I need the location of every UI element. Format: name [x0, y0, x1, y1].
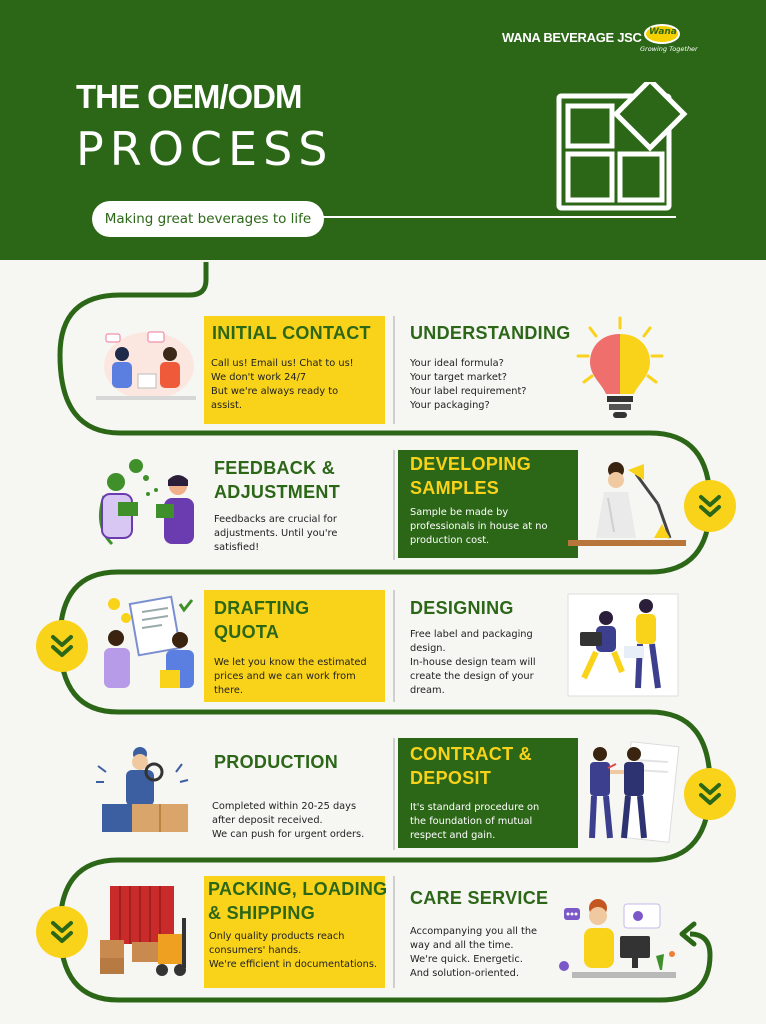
text-line: Feedbacks are crucial for — [214, 514, 337, 525]
text-line: Call us! Email us! Chat to us! — [211, 358, 354, 369]
text-line: way and all the time. — [410, 940, 514, 951]
tagline-rule — [322, 216, 676, 218]
text-line: production cost. — [410, 535, 490, 546]
developing-title-line2: SAMPLES — [410, 478, 500, 498]
production-title: PRODUCTION — [214, 752, 338, 772]
page-title-line2: PROCESS — [76, 122, 334, 176]
row1-divider — [393, 316, 395, 424]
contract-handshake-illustration — [589, 741, 680, 843]
text-line: prices and we can work from — [214, 671, 356, 682]
text-line: And solution-oriented. — [410, 968, 519, 979]
text-line: respect and gain. — [410, 830, 496, 841]
chevron-down-double-icon — [684, 480, 736, 532]
chevron-down-double-icon — [36, 620, 88, 672]
row3-divider — [393, 590, 395, 702]
production-text: Completed within 20-25 days after deposi… — [212, 800, 364, 842]
text-line: Only quality products reach — [209, 931, 345, 942]
row2-divider — [393, 450, 395, 560]
text-line: the foundation of mutual — [410, 816, 533, 827]
care-title: CARE SERVICE — [410, 888, 549, 908]
puzzle-squares-icon — [556, 82, 688, 211]
brain-bulb-illustration — [576, 316, 664, 418]
contract-text: It's standard procedure on the foundatio… — [410, 801, 550, 843]
text-line: Your ideal formula? — [410, 358, 504, 369]
text-line: We don't work 24/7 — [211, 372, 307, 383]
quota-illustration — [104, 595, 194, 688]
developing-title-line1: DEVELOPING — [410, 454, 532, 474]
text-line: Accompanying you all the — [410, 926, 538, 937]
feedback-illustration — [98, 459, 194, 546]
drafting-text: We let you know the estimated prices and… — [214, 656, 367, 698]
text-line: dream. — [410, 685, 445, 696]
text-line: We let you know the estimated — [214, 657, 367, 668]
care-text: Accompanying you all the way and all the… — [410, 925, 537, 981]
drafting-card — [204, 590, 385, 702]
text-line: In-house design team will — [410, 657, 536, 668]
initial-contact-text: Call us! Email us! Chat to us! We don't … — [211, 357, 354, 413]
logo-oval — [644, 24, 680, 44]
chevron-down-double-icon — [36, 906, 88, 958]
drafting-title-line1: DRAFTING — [214, 598, 310, 618]
feedback-title-line1: FEEDBACK & — [214, 458, 336, 478]
row4-divider — [393, 738, 395, 850]
contract-title-line1: CONTRACT & — [410, 744, 532, 764]
designing-text: Free label and packaging design. In-hous… — [410, 628, 536, 698]
understanding-text: Your ideal formula? Your target market? … — [410, 357, 527, 413]
packing-text: Only quality products reach consumers' h… — [209, 930, 377, 972]
tagline-pill: Making great beverages to life — [92, 201, 324, 237]
text-line: We're efficient in documentations. — [209, 959, 378, 970]
text-line: It's standard procedure on — [410, 802, 540, 813]
lab-illustration — [568, 462, 686, 546]
developing-card — [398, 450, 578, 558]
packing-title-line2: & SHIPPING — [208, 903, 316, 923]
production-worker-illustration — [96, 747, 189, 832]
text-line: Your target market? — [410, 372, 507, 383]
row5-divider — [393, 876, 395, 988]
text-line: Completed within 20-25 days — [212, 801, 357, 812]
text-line: consumers' hands. — [209, 945, 302, 956]
chevron-down-double-icon — [684, 768, 736, 820]
text-line: Your label requirement? — [410, 386, 527, 397]
initial-contact-card — [204, 316, 385, 424]
text-line: We're quick. Energetic. — [410, 954, 523, 965]
feedback-text: Feedbacks are crucial for adjustments. U… — [214, 513, 337, 555]
text-line: Free label and packaging — [410, 629, 533, 640]
company-name: WANA BEVERAGE JSC — [502, 30, 642, 45]
text-line: adjustments. Until you're — [214, 528, 338, 539]
header-banner: WANA BEVERAGE JSC Wana Growing Together … — [0, 0, 766, 260]
shipping-container-illustration — [100, 886, 186, 976]
initial-contact-title: INITIAL CONTACT — [212, 323, 371, 343]
drafting-title-line2: QUOTA — [214, 622, 280, 642]
packing-title-line1: PACKING, LOADING — [208, 879, 388, 899]
customer-care-illustration — [559, 899, 676, 978]
page-title-line1: THE OEM/ODM — [76, 78, 302, 115]
text-line: there. — [214, 685, 244, 696]
text-line: design. — [410, 643, 446, 654]
logo-word: Wana — [649, 27, 677, 37]
understanding-title: UNDERSTANDING — [410, 323, 571, 343]
company-logo: Wana Growing Together — [640, 24, 698, 56]
text-line: But we're always ready to — [211, 386, 339, 397]
text-line: create the design of your — [410, 671, 534, 682]
text-line: after deposit received. — [212, 815, 323, 826]
text-line: Sample be made by — [410, 507, 509, 518]
text-line: assist. — [211, 400, 242, 411]
designing-title: DESIGNING — [410, 598, 514, 618]
text-line: professionals in house at no — [410, 521, 548, 532]
contract-card — [398, 738, 578, 848]
packing-card — [204, 876, 385, 988]
meeting-illustration — [96, 331, 196, 400]
feedback-title-line2: ADJUSTMENT — [214, 482, 341, 502]
logo-tagline: Growing Together — [640, 45, 698, 53]
contract-title-line2: DEPOSIT — [410, 768, 492, 788]
text-line: satisfied! — [214, 542, 260, 553]
developing-text: Sample be made by professionals in house… — [410, 506, 547, 548]
text-line: We can push for urgent orders. — [212, 829, 365, 840]
arrow-return-icon — [679, 921, 697, 947]
text-line: Your packaging? — [410, 400, 490, 411]
design-team-illustration — [567, 593, 679, 697]
